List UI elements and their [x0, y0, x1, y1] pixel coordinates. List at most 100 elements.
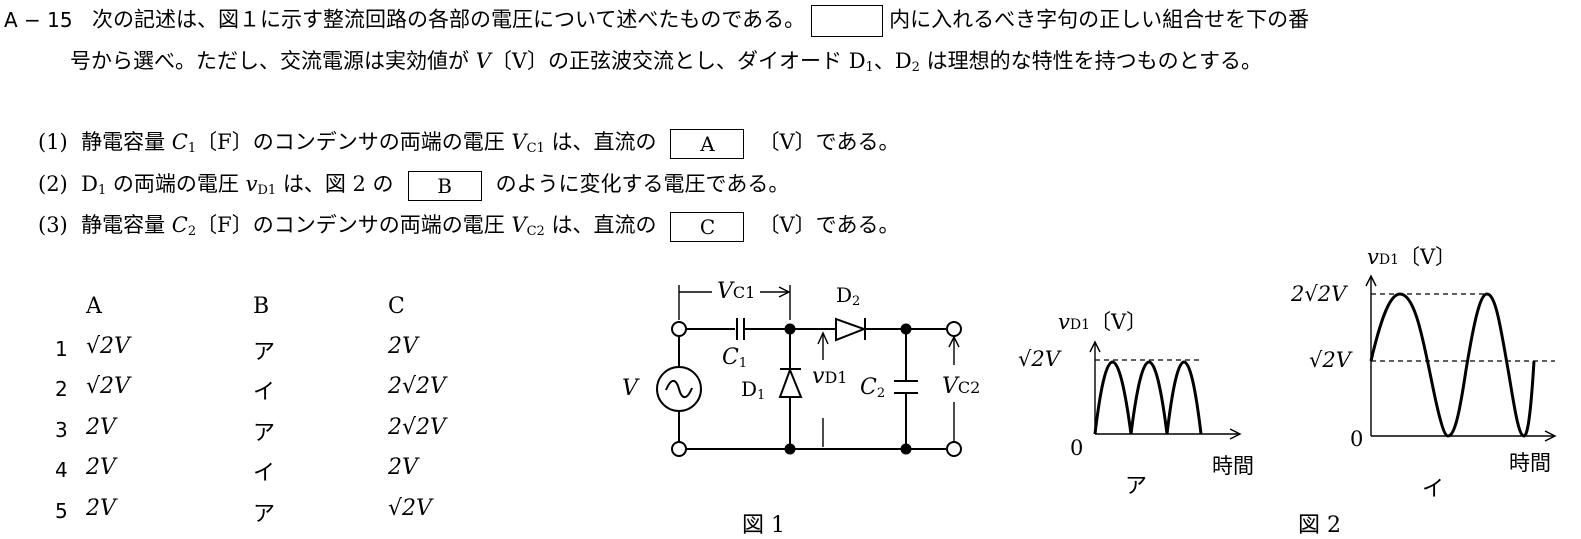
- unit: 〔V〕: [1399, 245, 1457, 269]
- text: 、D: [873, 49, 912, 73]
- option-cell-b: ア: [253, 502, 276, 527]
- subscript: D1: [257, 183, 277, 198]
- symbol: v: [1058, 310, 1070, 334]
- terminal: [671, 441, 687, 457]
- subscript: D1: [824, 368, 848, 387]
- unit: 〔V〕: [1090, 310, 1148, 334]
- subscript: 2: [187, 224, 197, 239]
- text: の両端の電圧: [106, 172, 246, 196]
- symbol: V: [622, 376, 638, 401]
- graph-b: [1365, 274, 1557, 442]
- option-number[interactable]: 5: [55, 499, 68, 523]
- column-header-b: B: [253, 294, 270, 319]
- text: 〔V〕である。: [758, 213, 900, 237]
- graph-b-ylabel: vD1〔V〕: [1367, 241, 1456, 271]
- question-text: 内に入れるべき字句の正しい組合せを下の番: [889, 7, 1310, 32]
- subscript: 1: [865, 60, 874, 75]
- option-cell-a: √2V: [86, 334, 130, 359]
- option-cell-c: 2√2V: [388, 415, 446, 440]
- text: D: [81, 172, 98, 196]
- subscript: D1: [1378, 252, 1400, 268]
- option-number[interactable]: 3: [55, 418, 68, 442]
- subscript: 1: [757, 388, 766, 403]
- label-vc1: VC1: [717, 279, 755, 304]
- question-text-line2: 号から選べ。ただし、交流電源は実効値が V〔V〕の正弦波交流とし、ダイオード D…: [70, 47, 1262, 82]
- option-cell-a: √2V: [86, 374, 130, 399]
- option-cell-b: ア: [253, 340, 276, 365]
- label-c1: C1: [722, 345, 747, 371]
- answer-box-c: C: [670, 211, 745, 242]
- subscript: C1: [526, 141, 545, 156]
- column-header-a: A: [86, 294, 102, 319]
- symbol: D: [741, 377, 758, 401]
- option-cell-b: イ: [253, 380, 276, 405]
- figure1-caption: 図 1: [742, 513, 785, 538]
- text: 〔F〕のコンデンサの両端の電圧: [196, 213, 512, 237]
- option-cell-b: ア: [253, 421, 276, 446]
- graph-b-xlabel: 時間: [1509, 451, 1551, 475]
- symbol: v: [1367, 245, 1379, 269]
- blank-box: [811, 5, 884, 37]
- symbol-v: V: [475, 49, 491, 73]
- text: は、図 2 の: [276, 172, 394, 196]
- symbol: V: [942, 374, 958, 399]
- text: 〔F〕のコンデンサの両端の電圧: [196, 130, 512, 154]
- text: のように変化する電圧である。: [495, 172, 790, 196]
- label-d2: D2: [836, 283, 860, 309]
- subscript: 2: [876, 386, 886, 401]
- statement-number: (3): [38, 213, 68, 237]
- option-number[interactable]: 1: [55, 337, 68, 361]
- subscript: 1: [738, 356, 748, 371]
- graph-a: [1089, 340, 1242, 440]
- answer-box-b: B: [407, 170, 482, 201]
- figure2-caption: 図 2: [1298, 513, 1341, 538]
- symbol: C: [860, 375, 877, 400]
- label-vd1: vD1: [812, 364, 847, 389]
- graph-a-zero-label: 0: [1070, 436, 1084, 460]
- text: 〔V〕である。: [758, 130, 900, 154]
- symbol: V: [511, 130, 527, 154]
- terminal: [946, 441, 962, 457]
- statement-number: (1): [38, 130, 68, 154]
- subscript: 1: [187, 141, 197, 156]
- option-cell-c: 2√2V: [388, 374, 446, 399]
- symbol: V: [511, 213, 527, 237]
- text: 静電容量: [81, 130, 172, 154]
- graph-a-label: ア: [1125, 474, 1148, 499]
- symbol: C: [171, 130, 188, 154]
- text: は理想的な特性を持つものとする。: [919, 49, 1262, 73]
- option-cell-a: 2V: [86, 415, 116, 440]
- text: 静電容量: [81, 213, 172, 237]
- text: は、直流の: [544, 213, 657, 237]
- symbol: C: [722, 345, 739, 370]
- symbol: C: [171, 213, 188, 237]
- symbol: V: [717, 279, 733, 304]
- graph-b-peak-label: 2√2V: [1291, 282, 1347, 306]
- text: 〔V〕の正弦波交流とし、ダイオード D: [490, 49, 866, 73]
- subscript: C2: [526, 224, 545, 239]
- text: 号から選べ。ただし、交流電源は実効値が: [70, 49, 476, 73]
- graph-b-mid-label: √2V: [1309, 348, 1351, 372]
- label-c2: C2: [860, 375, 885, 401]
- column-header-c: C: [388, 294, 405, 319]
- graph-b-label: イ: [1422, 477, 1445, 502]
- graph-a-peak-label: √2V: [1018, 347, 1060, 371]
- answer-box-a: A: [670, 128, 745, 159]
- option-cell-c: 2V: [388, 334, 418, 359]
- option-cell-b: イ: [253, 461, 276, 486]
- label-source-v: V: [622, 376, 638, 401]
- option-cell-c: 2V: [388, 455, 418, 480]
- statement-number: (2): [38, 172, 68, 196]
- option-number[interactable]: 4: [55, 458, 68, 482]
- subscript: C2: [957, 378, 981, 397]
- subscript: 2: [911, 60, 920, 75]
- option-number[interactable]: 2: [55, 377, 68, 401]
- graph-a-xlabel: 時間: [1212, 454, 1254, 478]
- terminal: [671, 321, 687, 337]
- option-cell-a: 2V: [86, 496, 116, 521]
- label-vc2: VC2: [942, 374, 980, 399]
- graph-b-zero-label: 0: [1350, 427, 1364, 451]
